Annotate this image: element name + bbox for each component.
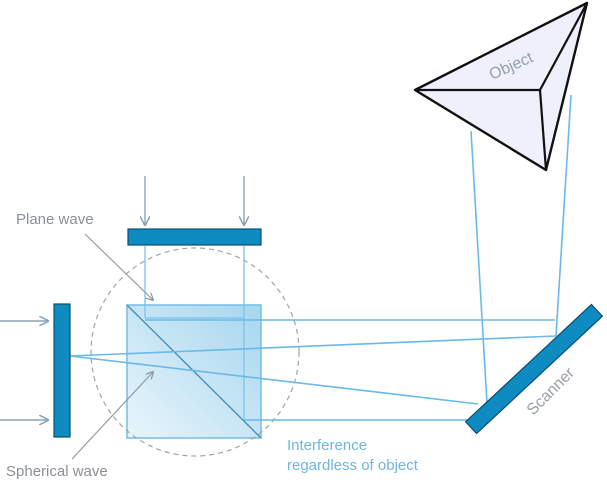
plane-wave-pointer [84,233,153,300]
scanner-mirror [464,303,604,435]
interference-label-line1: Interference [287,437,367,454]
left-mirror [53,303,71,438]
top-mirror [127,228,262,246]
spherical-wave-pointer [71,372,153,460]
object-pyramid [413,1,589,172]
ray-spherical-upper [69,335,557,357]
interference-region-circle [90,247,300,457]
plane-wave-label: Plane wave [16,211,94,228]
ray-spherical-lower [69,355,479,405]
beam-splitter-diagonal [126,304,262,439]
interference-label-line2: regardless of object [287,457,419,474]
spherical-wave-label: Spherical wave [6,463,108,480]
ray-object-left [470,130,488,404]
ray-object-right [555,94,572,337]
